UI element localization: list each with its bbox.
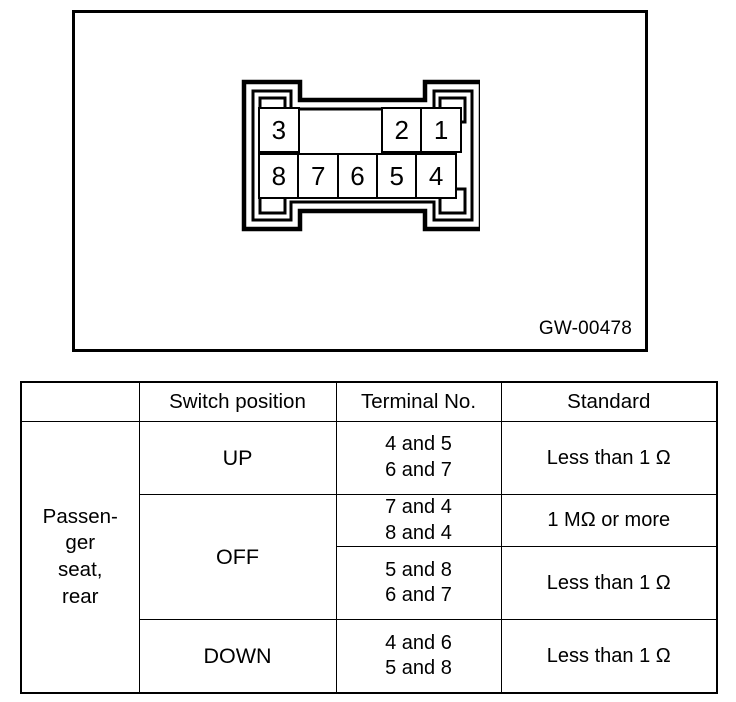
cell-terminals-up: 4 and 5 6 and 7 xyxy=(335,421,502,495)
pin-terminal-3: 3 xyxy=(258,107,300,153)
cell-switch-position-off: OFF xyxy=(138,493,337,621)
cell-terminals-off-1: 7 and 4 8 and 4 xyxy=(335,493,502,548)
cell-switch-position-down: DOWN xyxy=(138,619,337,694)
cell-switch-position-up: UP xyxy=(138,421,337,495)
pin-terminal-5: 5 xyxy=(375,153,418,199)
figure-panel: 3 2 1 8 7 6 5 4 GW-00478 xyxy=(72,10,648,352)
table-row: OFF 7 and 4 8 and 4 1 MΩ or more xyxy=(21,493,718,621)
terminal-pair-line: 5 and 8 xyxy=(385,558,452,581)
pin-terminal-4: 4 xyxy=(415,153,457,199)
pin-row-top: 3 2 1 xyxy=(258,107,467,153)
terminal-pair-line: 4 and 6 xyxy=(385,631,452,654)
terminal-pair-line: 8 and 4 xyxy=(385,521,452,544)
label-line-4: rear xyxy=(62,584,99,608)
table-header-row: Switch position Terminal No. Standard xyxy=(20,381,718,422)
pin-row-top-gap xyxy=(297,107,381,153)
pin-terminal-8: 8 xyxy=(258,153,300,199)
header-terminal-no: Terminal No. xyxy=(335,381,502,422)
connector-diagram: 3 2 1 8 7 6 5 4 xyxy=(240,78,480,233)
terminal-pair-line: 7 and 4 xyxy=(385,496,452,518)
pin-terminal-7: 7 xyxy=(297,153,340,199)
pin-grid: 3 2 1 8 7 6 5 4 xyxy=(258,107,467,199)
header-blank xyxy=(20,381,140,422)
cell-component-label: Passen- ger seat, rear xyxy=(20,421,140,694)
figure-code-label: GW-00478 xyxy=(538,318,632,339)
pin-row-bottom: 8 7 6 5 4 xyxy=(258,153,467,199)
table-row: Passen- ger seat, rear UP 4 and 5 6 and … xyxy=(20,421,718,694)
terminal-pair-line: 6 and 7 xyxy=(385,584,452,607)
header-standard: Standard xyxy=(500,381,718,422)
cell-standard-off-2: Less than 1 Ω xyxy=(500,546,718,621)
cell-standard-up: Less than 1 Ω xyxy=(500,421,718,495)
terminal-pair-line: 4 and 5 xyxy=(385,433,452,456)
pin-terminal-6: 6 xyxy=(336,153,379,199)
terminal-pair-line: 6 and 7 xyxy=(385,459,452,481)
table-row: DOWN 4 and 6 5 and 8 Less than 1 Ω xyxy=(21,619,718,694)
cell-terminals-down: 4 and 6 5 and 8 xyxy=(335,619,502,694)
cell-terminals-off-2: 5 and 8 6 and 7 xyxy=(335,546,502,621)
label-line-2: ger xyxy=(65,531,96,555)
cell-standard-down: Less than 1 Ω xyxy=(500,619,718,694)
label-line-3: seat, xyxy=(58,558,103,582)
shell-outer-path xyxy=(241,79,480,232)
continuity-spec-table: Switch position Terminal No. Standard Pa… xyxy=(20,381,718,695)
cell-standard-off-1: 1 MΩ or more xyxy=(500,493,718,548)
terminal-pair-line: 5 and 8 xyxy=(385,657,452,680)
pin-terminal-1: 1 xyxy=(420,107,462,153)
label-line-1: Passen- xyxy=(42,504,118,528)
table-row: 5 and 8 6 and 7 Less than 1 Ω xyxy=(21,546,718,621)
header-switch-position: Switch position xyxy=(138,381,337,422)
pin-terminal-2: 2 xyxy=(380,107,423,153)
